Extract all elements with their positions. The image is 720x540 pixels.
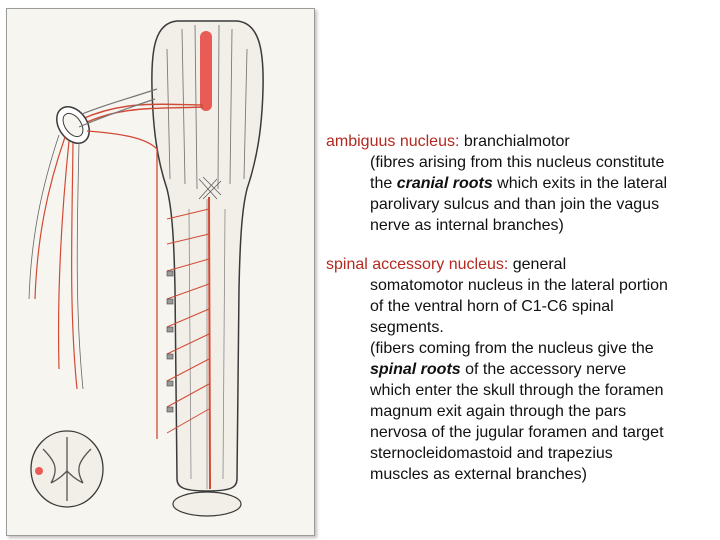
accessory-nerve-trunk: [78, 88, 158, 128]
spinal-line-4: (fibers coming from the nucleus give the: [370, 340, 654, 357]
spinal-line-9: sternocleidomastoid and trapezius: [370, 445, 613, 462]
jugular-foramen-ring: [56, 106, 90, 144]
ambiguus-nucleus-paragraph: ambiguus nucleus: branchialmotor (fibres…: [326, 131, 712, 236]
spinal-cord-lines: [188, 199, 226, 489]
ambiguus-line-2: the cranial roots which exits in the lat…: [326, 173, 712, 194]
ambiguus-line-3: parolivary sulcus and than join the vagu…: [370, 196, 660, 213]
ambiguus-term: ambiguus nucleus:: [326, 133, 460, 150]
dorsal-root-stubs: [166, 270, 174, 413]
brainstem-outline: [151, 20, 264, 492]
spinal-line-3: segments.: [370, 319, 444, 336]
spinal-accessory-nucleus-marker: [208, 196, 211, 490]
spinal-line-5-post: of the accessory nerve: [460, 361, 627, 378]
spinal-accessory-term: spinal accessory nucleus:: [326, 256, 509, 273]
cord-cut-end: [172, 491, 242, 517]
cord-cross-section: [30, 430, 104, 508]
ambiguus-line-4: nerve as internal branches): [370, 217, 564, 234]
description-text: ambiguus nucleus: branchialmotor (fibres…: [326, 131, 712, 503]
spinal-line-1: somatomotor nucleus in the lateral porti…: [370, 277, 668, 294]
ascending-spinal-root: [86, 130, 158, 439]
decussation-crosshatch: [198, 176, 222, 200]
spinal-line-2: of the ventral horn of C1-C6 spinal: [370, 298, 614, 315]
brainstem-spinal-cord-figure: [6, 8, 315, 536]
cranial-root-fibers: [76, 103, 204, 128]
ambiguus-nucleus-marker: [200, 31, 212, 111]
external-branch-outline: [28, 134, 84, 390]
spinal-line-7: magnum exit again through the pars: [370, 403, 627, 420]
accessory-nerve-illustration: [28, 20, 264, 517]
ambiguus-line-2-pre: the: [370, 175, 397, 192]
ambiguus-line-1: (fibres arising from this nucleus consti…: [370, 154, 665, 171]
spinal-line-5: spinal roots of the accessory nerve: [326, 359, 712, 380]
cranial-roots-term: cranial roots: [396, 175, 493, 192]
spinal-rootlets: [166, 208, 210, 434]
ambiguus-type: branchialmotor: [459, 133, 570, 150]
spinal-line-10: muscles as external branches): [370, 466, 587, 483]
spinal-accessory-type: general: [508, 256, 567, 273]
spinal-line-6: which enter the skull through the forame…: [370, 382, 664, 399]
external-branch-fibers: [34, 136, 78, 390]
ambiguus-line-2-post: which exits in the lateral: [492, 175, 668, 192]
spinal-roots-term: spinal roots: [370, 361, 461, 378]
spinal-accessory-paragraph: spinal accessory nucleus: general somato…: [326, 254, 712, 485]
spinal-line-8: nervosa of the jugular foramen and targe…: [370, 424, 664, 441]
